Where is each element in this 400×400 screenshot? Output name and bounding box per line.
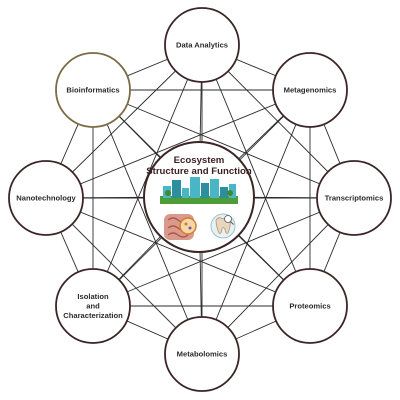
- node-circle-metabolomics: [164, 316, 240, 392]
- node-circle-bioinformatics: [55, 52, 131, 128]
- node-bioinformatics: Bioinformatics: [55, 52, 131, 128]
- node-label-data-analytics: Data Analytics: [176, 41, 228, 50]
- node-label-isolation-3: Characterization: [63, 311, 123, 320]
- node-label-bioinformatics: Bioinformatics: [66, 86, 119, 95]
- edge-metagenomics-nanotechnology: [45, 89, 311, 199]
- oral-microbiome-illustration: [210, 213, 236, 239]
- edge-transcriptomics-bioinformatics: [92, 89, 355, 199]
- node-circle-data-analytics: [164, 7, 240, 83]
- center-title-line1: Ecosystem: [174, 155, 225, 166]
- node-metabolomics: Metabolomics: [164, 316, 240, 392]
- center-node: Ecosystem Structure and Function: [143, 141, 255, 253]
- node-label-isolation-1: Isolation: [77, 292, 109, 301]
- city-skyline-illustration: [160, 177, 238, 204]
- node-label-metabolomics: Metabolomics: [177, 350, 228, 359]
- node-data-analytics: Data Analytics: [164, 7, 240, 83]
- node-label-nanotechnology: Nanotechnology: [16, 194, 76, 203]
- node-circle-transcriptomics: [316, 160, 392, 236]
- node-circle-nanotechnology: [8, 160, 84, 236]
- node-circle-isolation: [55, 268, 131, 344]
- node-transcriptomics: Transcriptomics: [316, 160, 392, 236]
- node-label-isolation-2: and: [86, 302, 100, 311]
- edge-proteomics-nanotechnology: [45, 197, 311, 307]
- node-label-proteomics: Proteomics: [289, 302, 330, 311]
- node-proteomics: Proteomics: [272, 268, 348, 344]
- gut-microbiome-illustration: [164, 214, 197, 240]
- center-title-line2: Structure and Function: [146, 166, 252, 177]
- node-metagenomics: Metagenomics: [272, 52, 348, 128]
- node-nanotechnology: Nanotechnology: [8, 160, 84, 236]
- edge-metabolomics-bioinformatics: [92, 89, 203, 355]
- node-label-metagenomics: Metagenomics: [284, 86, 337, 95]
- node-circle-proteomics: [272, 268, 348, 344]
- outer-nodes: Data AnalyticsMetagenomicsTranscriptomic…: [8, 7, 392, 392]
- edge-metagenomics-metabolomics: [201, 89, 311, 355]
- node-circle-metagenomics: [272, 52, 348, 128]
- edge-data-analytics-proteomics: [201, 44, 311, 307]
- node-label-transcriptomics: Transcriptomics: [325, 194, 384, 203]
